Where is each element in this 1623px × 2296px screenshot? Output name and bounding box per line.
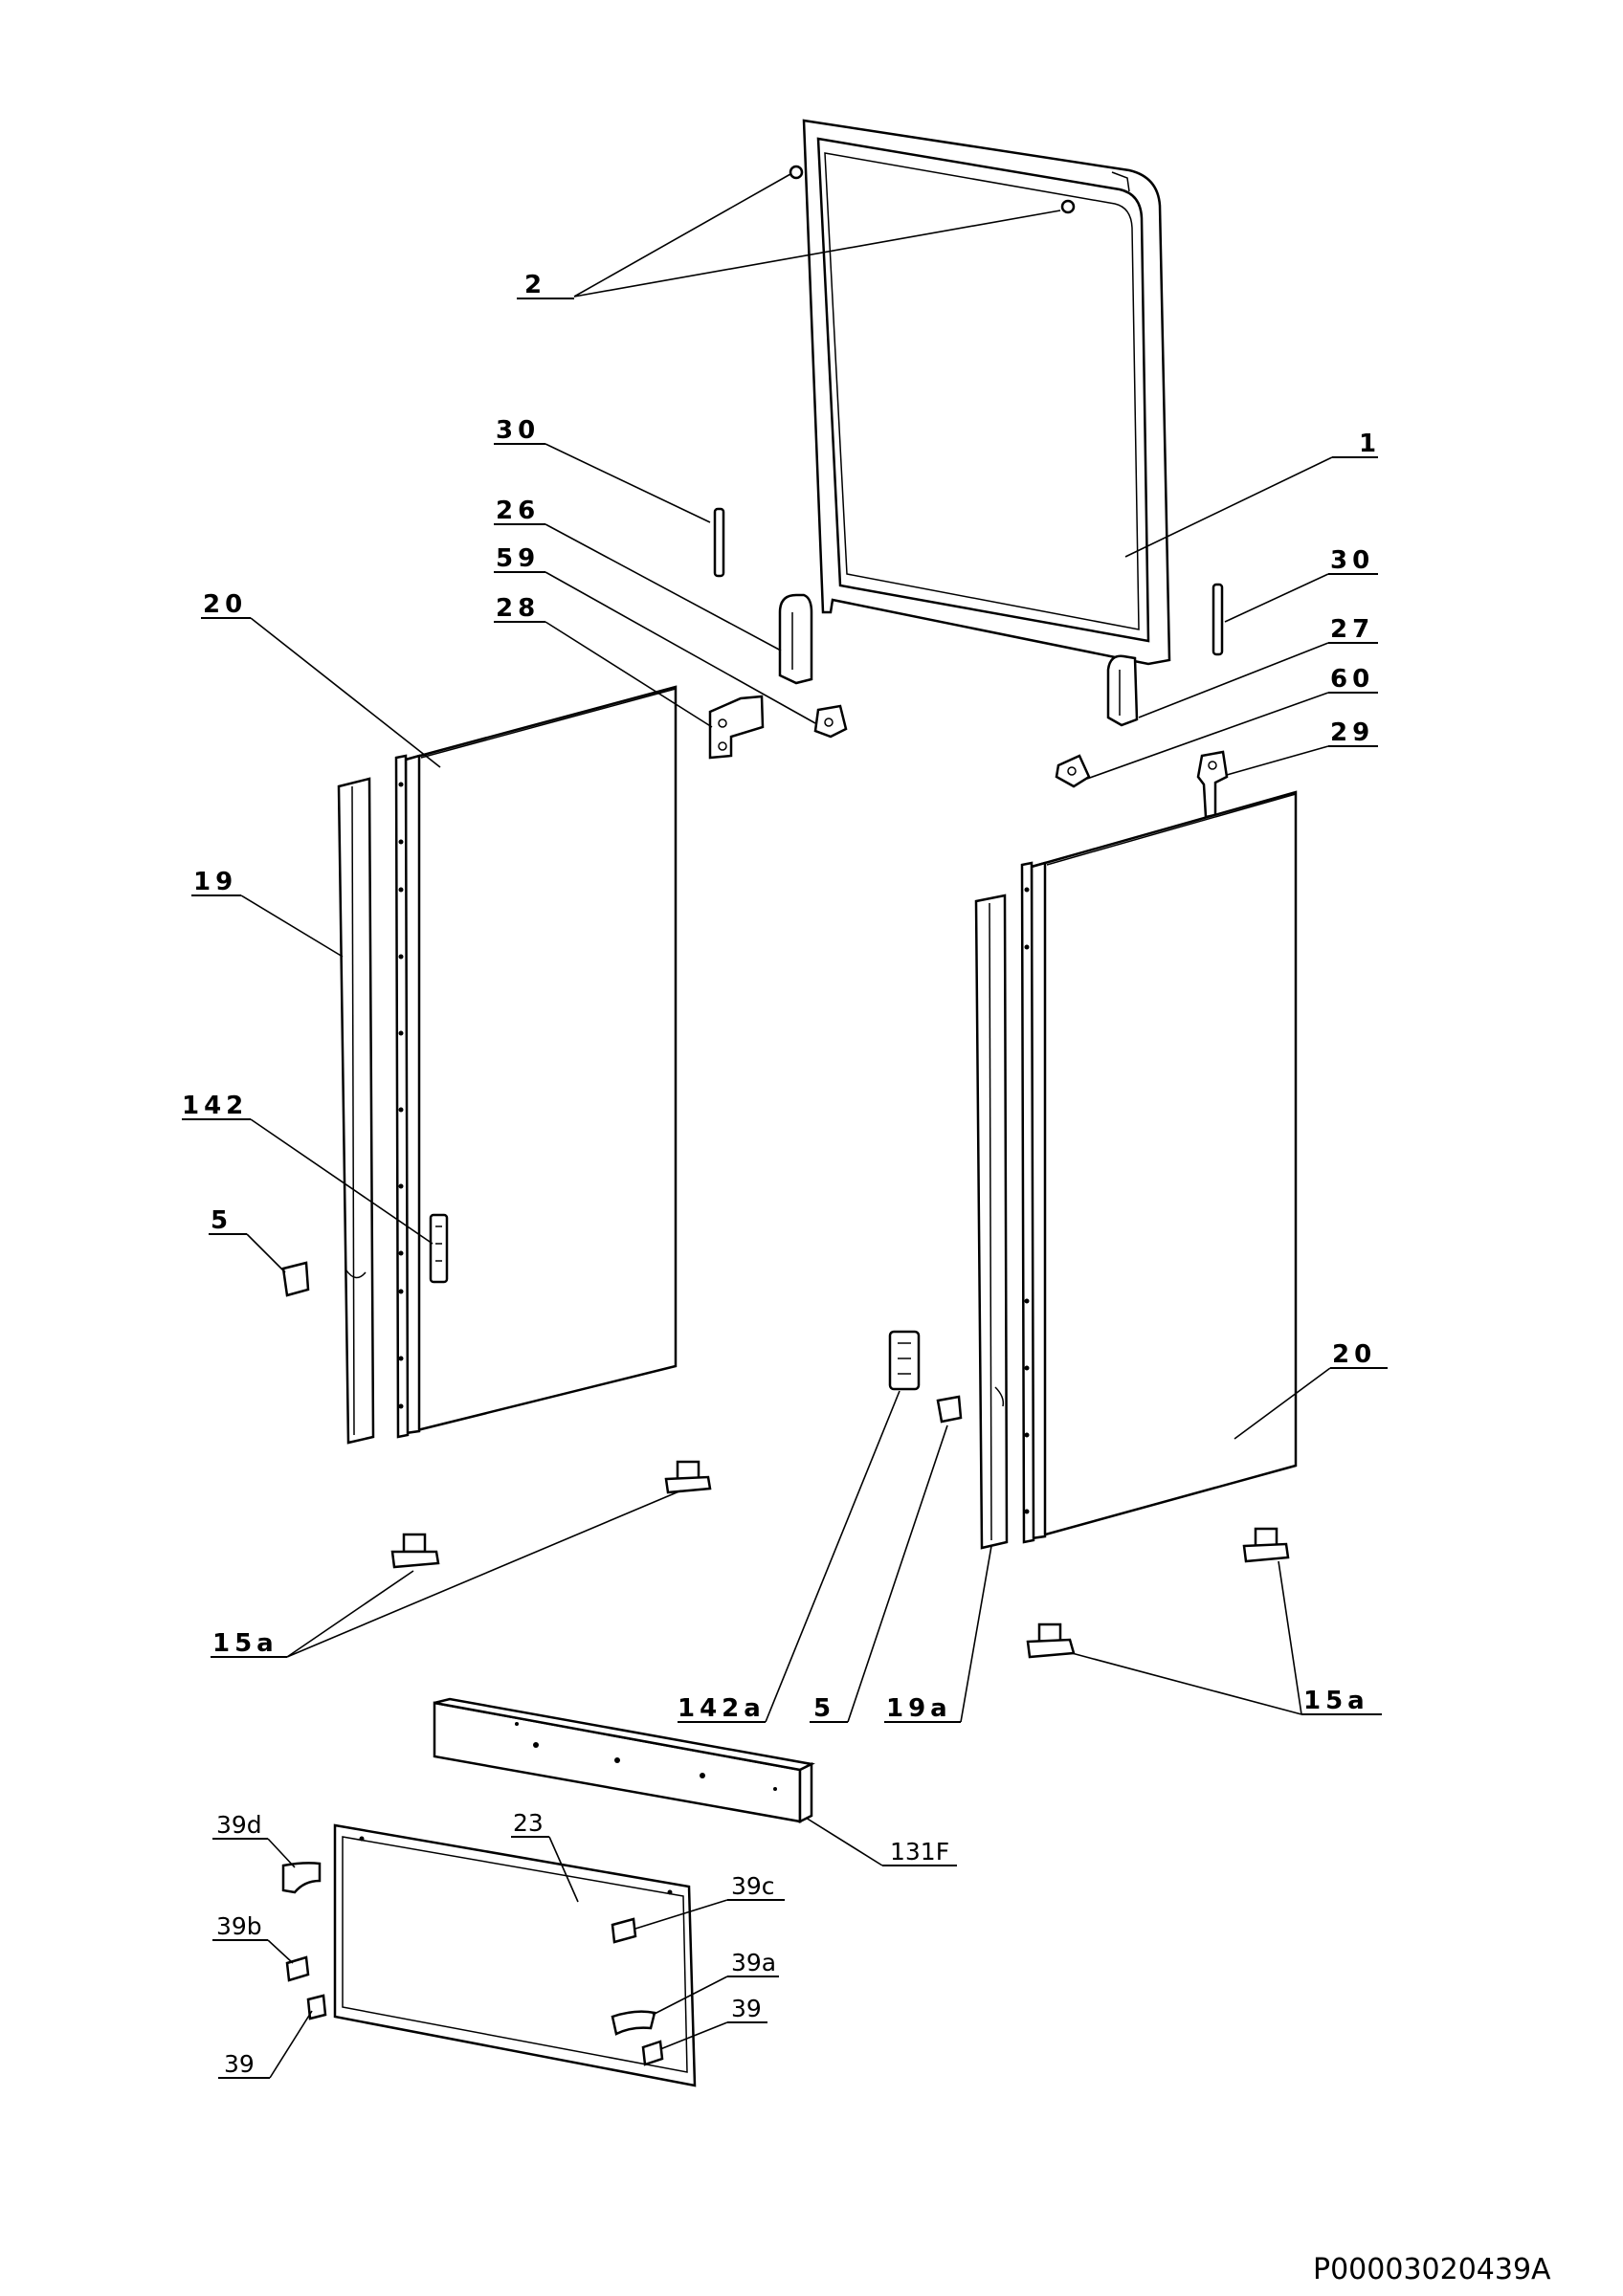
- label-39b: 39b: [216, 1912, 262, 1940]
- part-frame: [802, 119, 1171, 666]
- part-hinge-cover-26: [778, 593, 813, 685]
- part-hinge-cover-27: [1106, 654, 1139, 727]
- part-hinge-60: [1055, 754, 1091, 788]
- part-bracket-28: [708, 695, 765, 760]
- label-30-right: 30: [1330, 546, 1374, 575]
- label-30-left: 30: [496, 416, 540, 445]
- label-28: 28: [496, 594, 540, 623]
- label-15a-left: 15a: [212, 1629, 278, 1658]
- part-bracket-29: [1196, 750, 1229, 819]
- part-feet: [390, 1460, 1290, 1659]
- part-spacer-left: [713, 507, 725, 578]
- label-5-right: 5: [813, 1694, 835, 1723]
- leader-lines: [182, 173, 1388, 2079]
- part-clip-5-left: [281, 1261, 310, 1297]
- label-20-left: 20: [203, 590, 247, 619]
- label-29: 29: [1330, 718, 1374, 747]
- label-39c: 39c: [731, 1872, 775, 1900]
- drawing-code: P00003020439A: [1313, 2253, 1551, 2286]
- part-left-panel: [394, 685, 678, 1439]
- label-142a: 142a: [678, 1694, 766, 1723]
- label-131F: 131F: [890, 1838, 949, 1866]
- label-15a-right: 15a: [1303, 1687, 1369, 1715]
- label-1: 1: [1359, 430, 1381, 458]
- label-60: 60: [1330, 665, 1374, 694]
- part-labels: 2 1 30 26 59 28 20 30 27 60 29 19 142 5 …: [182, 271, 1381, 2078]
- label-27: 27: [1330, 615, 1374, 644]
- label-39a: 39a: [731, 1949, 776, 1976]
- label-39-right: 39: [731, 1995, 762, 2022]
- label-20-right: 20: [1332, 1340, 1376, 1369]
- part-hinge-59: [813, 704, 848, 739]
- label-19a: 19a: [886, 1694, 952, 1723]
- label-5-left: 5: [211, 1206, 233, 1235]
- label-2: 2: [524, 271, 546, 299]
- label-39d: 39d: [216, 1811, 262, 1839]
- part-kickplate: [333, 1823, 697, 2087]
- part-latch-142a: [888, 1330, 921, 1391]
- label-26: 26: [496, 497, 540, 525]
- part-right-panel: [1020, 790, 1298, 1544]
- part-spacer-right: [1212, 583, 1224, 656]
- part-clip-5-right: [936, 1395, 963, 1424]
- part-plinth-bar: [433, 1697, 815, 1824]
- label-19: 19: [193, 868, 237, 896]
- part-left-rail: [337, 777, 375, 1445]
- part-screws: [789, 165, 1076, 214]
- label-23: 23: [513, 1809, 544, 1837]
- label-39-left: 39: [224, 2050, 255, 2078]
- label-59: 59: [496, 544, 540, 573]
- part-latch-142: [429, 1213, 449, 1284]
- part-clips-39: [281, 1862, 664, 2066]
- label-142: 142: [182, 1092, 248, 1120]
- part-right-rail: [974, 894, 1009, 1550]
